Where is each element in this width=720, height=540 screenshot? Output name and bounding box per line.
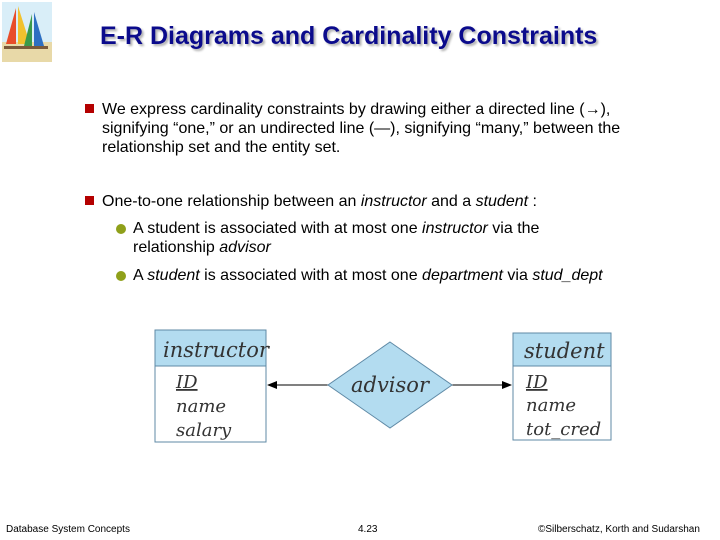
bullet2-tail: : — [528, 193, 537, 210]
entity-student-attr-id: ID — [525, 372, 548, 393]
relationship-advisor-diamond — [327, 341, 453, 429]
sub-bullet-stud-dept: A student is associated with at most one… — [133, 266, 603, 285]
slide-title: E-R Diagrams and Cardinality Constraints — [100, 22, 598, 50]
entity-student: student ID name tot_cred — [512, 332, 612, 441]
entity-instructor-header — [154, 329, 267, 367]
bullet-cardinality: We express cardinality constraints by dr… — [102, 101, 621, 156]
sailboat-logo — [2, 2, 52, 62]
sub1-c: via the relationship — [133, 220, 540, 256]
sub2-department: department — [422, 267, 503, 284]
sub2-a: A — [133, 267, 148, 284]
bullet2-lead: One-to-one relationship between an — [102, 193, 361, 210]
sub1-instructor: instructor — [422, 220, 488, 237]
entity-student-attr-name: name — [526, 395, 576, 416]
bullet-one-to-one: One-to-one relationship between an instr… — [102, 192, 662, 211]
relationship-advisor-label: advisor — [351, 373, 431, 397]
sub2-student: student — [147, 267, 200, 284]
bullet-dot-icon — [116, 271, 126, 281]
entity-student-header — [512, 332, 612, 367]
entity-student-body — [512, 365, 612, 441]
sub2-c: is associated with at most one — [199, 267, 423, 284]
bullet-square-icon — [85, 104, 94, 113]
bullet2-entity-instructor: instructor — [360, 193, 427, 210]
bullet-dot-icon — [116, 224, 126, 234]
footer-left: Database System Concepts — [6, 524, 130, 535]
sub1-advisor: advisor — [219, 239, 271, 256]
entity-instructor: instructor ID name salary — [154, 329, 271, 443]
entity-instructor-name: instructor — [163, 338, 271, 362]
sub-bullet-advisor: A student is associated with at most one… — [133, 219, 613, 257]
entity-student-name: student — [524, 339, 605, 363]
relationship-advisor: advisor — [327, 341, 453, 429]
sub2-stud-dept: stud_dept — [532, 267, 603, 284]
bullet-square-icon — [85, 196, 94, 205]
entity-instructor-body — [154, 365, 267, 443]
footer-right: ©Silberschatz, Korth and Sudarshan — [538, 524, 700, 535]
entity-student-attr-totcred: tot_cred — [526, 419, 601, 440]
sub1-a: A student is associated with at most one — [133, 220, 423, 237]
footer-page-number: 4.23 — [358, 524, 378, 535]
entity-instructor-attr-id: ID — [175, 372, 198, 393]
bullet2-mid: and a — [426, 193, 476, 210]
entity-instructor-attr-salary: salary — [176, 420, 232, 441]
bullet2-entity-student: student — [475, 193, 529, 210]
sub2-e: via — [502, 267, 533, 284]
entity-instructor-attr-name: name — [176, 396, 226, 417]
